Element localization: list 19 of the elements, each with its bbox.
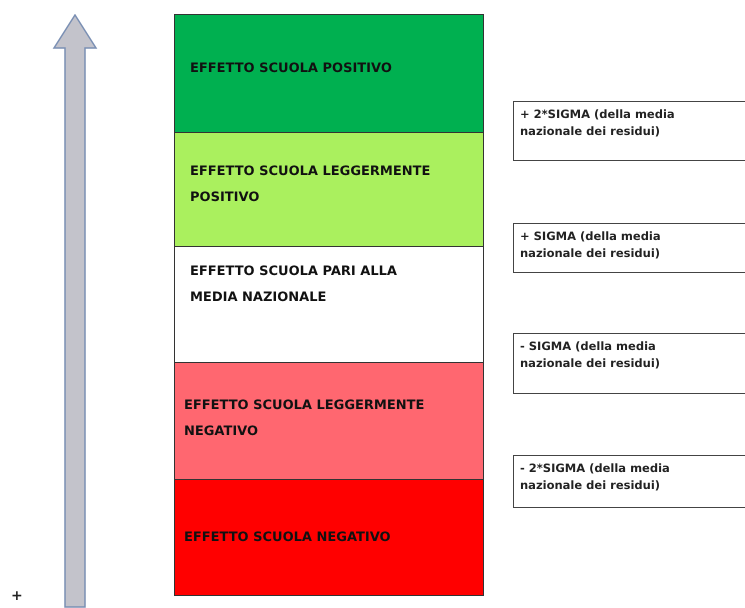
threshold-box xyxy=(513,223,745,273)
band-box xyxy=(174,14,484,133)
threshold-box xyxy=(513,455,745,508)
band-box xyxy=(174,246,484,363)
band-box xyxy=(174,479,484,596)
threshold-box xyxy=(513,101,745,161)
threshold-label: + SIGMA (della media nazionale dei residui) xyxy=(520,228,662,262)
threshold-label: + 2*SIGMA (della media nazionale dei residui) xyxy=(520,106,676,140)
threshold-label: - 2*SIGMA (della media nazionale dei residui) xyxy=(520,460,671,494)
band-label: EFFETTO SCUOLA PARI ALLA MEDIA NAZIONALE xyxy=(189,263,398,307)
threshold-label: - SIGMA (della media nazionale dei residui) xyxy=(520,338,662,372)
band-box xyxy=(174,132,484,247)
axis-sign: + xyxy=(11,588,23,604)
band-label: EFFETTO SCUOLA POSITIVO xyxy=(189,60,393,78)
band-box xyxy=(174,362,484,480)
threshold-box xyxy=(513,333,745,394)
band-label: EFFETTO SCUOLA LEGGERMENTE NEGATIVO xyxy=(183,396,426,440)
band-label: EFFETTO SCUOLA NEGATIVO xyxy=(183,528,392,546)
band-label: EFFETTO SCUOLA LEGGERMENTE POSITIVO xyxy=(189,162,432,206)
